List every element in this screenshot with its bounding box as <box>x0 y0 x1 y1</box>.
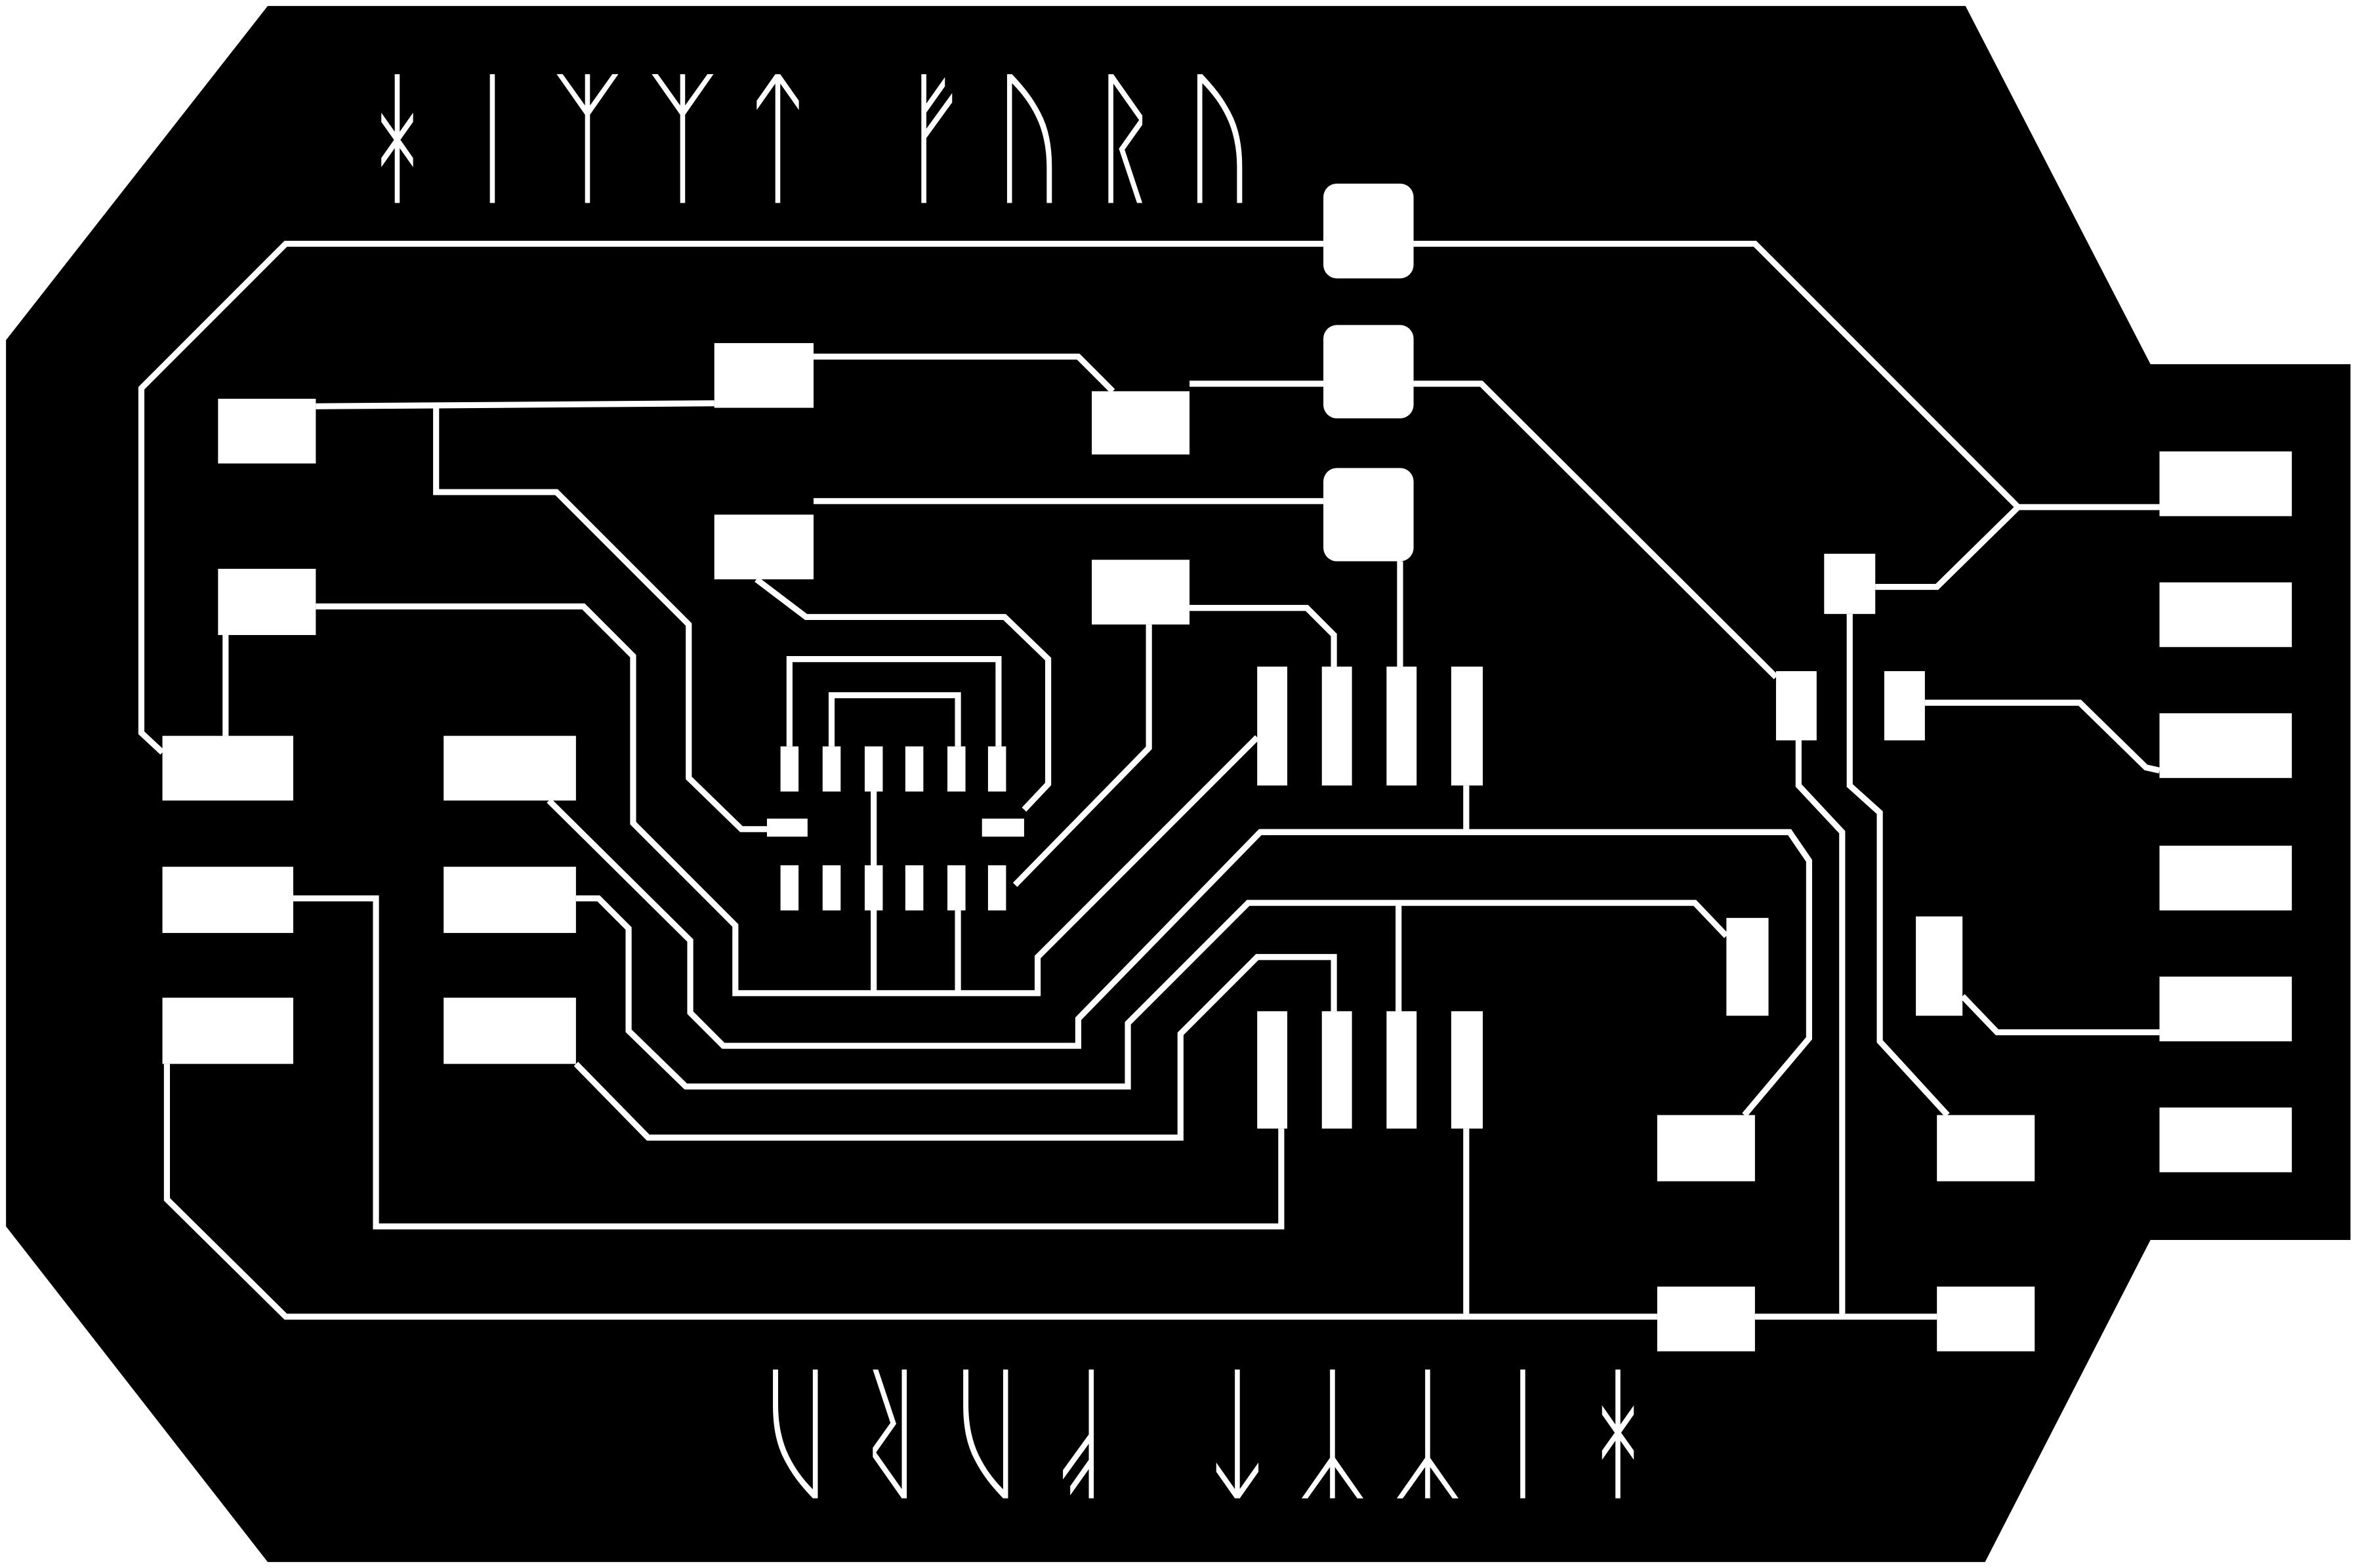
trace <box>163 1063 1657 1320</box>
trace <box>433 406 767 833</box>
trace <box>293 895 1285 1229</box>
round-pad <box>1323 468 1414 562</box>
connector-pad <box>2159 713 2292 778</box>
smd-pad <box>1916 916 1963 1016</box>
smd-pad <box>444 997 576 1064</box>
small-pad <box>982 818 1024 837</box>
ic-pin-pad <box>987 746 1006 792</box>
trace <box>1189 605 1337 667</box>
smd-pad <box>1824 554 1876 614</box>
smd-pad <box>1775 671 1817 741</box>
ic-pin-pad <box>905 865 924 911</box>
ic-pin-pad <box>987 865 1006 911</box>
tall-pad <box>1451 667 1483 786</box>
trace <box>1960 994 2160 1036</box>
pads <box>162 183 2292 1351</box>
smd-pad <box>218 398 316 464</box>
smd-pad <box>1657 1115 1755 1182</box>
smd-pad <box>1092 560 1190 625</box>
ic-pin-pad <box>780 746 799 792</box>
trace <box>814 354 1115 394</box>
smd-pad <box>1937 1287 2035 1351</box>
ic-pin-pad <box>822 865 841 911</box>
smd-pad <box>1657 1287 1755 1351</box>
tall-pad <box>1321 1011 1352 1129</box>
smd-pad <box>714 342 814 408</box>
trace <box>1260 829 1812 1117</box>
ic-pin-pad <box>947 746 966 792</box>
ic-pin-pad <box>780 865 799 911</box>
trace <box>575 895 1729 1090</box>
smd-pad <box>1092 391 1190 455</box>
tall-pad <box>1257 1011 1288 1129</box>
board-outline <box>6 6 2351 1562</box>
ic-pin-pad <box>947 865 966 911</box>
ic-pin-pad <box>905 746 924 792</box>
trace <box>828 692 961 747</box>
smd-pad <box>444 867 576 934</box>
tall-pad <box>1451 1011 1483 1129</box>
tall-pad <box>1386 667 1417 786</box>
connector-pad <box>2159 1107 2292 1172</box>
trace <box>1012 624 1152 887</box>
connector-pad <box>2159 976 2292 1042</box>
smd-pad <box>162 735 293 801</box>
smd-pad <box>162 997 293 1064</box>
traces <box>138 240 2161 1320</box>
trace <box>1795 740 1846 1317</box>
trace <box>316 603 1260 997</box>
trace <box>138 240 1324 755</box>
round-pad <box>1323 325 1414 419</box>
connector-pad <box>2159 846 2292 911</box>
ic-pin-pad <box>864 865 883 911</box>
trace <box>573 954 1337 1141</box>
smd-pad <box>218 569 316 635</box>
smd-pad <box>1937 1115 2035 1182</box>
trace <box>1413 240 2160 510</box>
tall-pad <box>1386 1011 1417 1129</box>
ic-pin-pad <box>864 746 883 792</box>
trace <box>755 577 1052 812</box>
smd-pad <box>444 735 576 801</box>
smd-pad <box>1884 671 1925 741</box>
small-pad <box>766 818 808 837</box>
connector-pad <box>2159 582 2292 648</box>
smd-pad <box>162 867 293 934</box>
bottom-rune-inscription: ᚼᛁᛉᛉᛏ ᚠᚢᚱᚢ <box>737 1350 1654 1518</box>
trace <box>1924 699 2161 774</box>
trace <box>1875 505 2021 590</box>
ic-pin-pad <box>822 746 841 792</box>
smd-pad <box>714 514 814 580</box>
trace <box>1413 381 1779 680</box>
trace <box>786 656 1002 747</box>
tall-pad <box>1257 667 1288 786</box>
connector-pad <box>2159 451 2292 516</box>
tall-pad <box>1321 667 1352 786</box>
smd-pad <box>1726 918 1769 1016</box>
top-rune-inscription: ᚼᛁᛉᛉᛏ ᚠᚢᚱᚢ <box>361 54 1278 222</box>
trace <box>316 400 714 409</box>
round-pad <box>1323 183 1414 279</box>
trace <box>1846 613 1950 1117</box>
